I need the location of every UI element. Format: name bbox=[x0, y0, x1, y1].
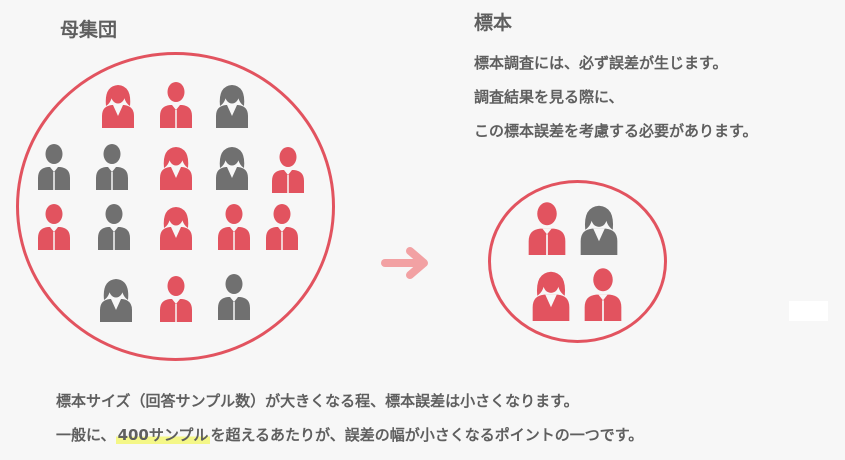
sample-note: 標本調査には、必ず誤差が生じます。 調査結果を見る際に、 この標本誤差を考慮する… bbox=[474, 46, 758, 148]
sample-person-male-icon bbox=[528, 202, 566, 255]
bottom-text: 標本サイズ（回答サンプル数）が大きくなる程、標本誤差は小さくなります。 一般に、… bbox=[56, 384, 643, 452]
sample-note-line-1: 標本調査には、必ず誤差が生じます。 bbox=[474, 54, 728, 72]
population-person-male-icon bbox=[38, 204, 70, 250]
population-person-female-icon bbox=[160, 147, 192, 190]
population-person-female-icon bbox=[216, 85, 248, 128]
population-person-male-icon bbox=[98, 204, 130, 250]
arrow-right-icon bbox=[381, 247, 428, 279]
sample-person-male-icon bbox=[584, 268, 622, 321]
population-person-male-icon bbox=[218, 274, 250, 320]
population-person-male-icon bbox=[160, 82, 192, 128]
population-person-male-icon bbox=[96, 144, 128, 190]
sample-note-line-3: この標本誤差を考慮する必要があります。 bbox=[474, 122, 758, 140]
white-rectangle bbox=[789, 301, 828, 321]
population-circle bbox=[16, 52, 335, 361]
population-person-male-icon bbox=[160, 276, 192, 322]
population-person-female-icon bbox=[100, 279, 132, 322]
sample-person-female-icon bbox=[580, 205, 618, 255]
population-person-male-icon bbox=[266, 204, 298, 250]
population-person-female-icon bbox=[216, 147, 248, 190]
population-person-male-icon bbox=[218, 204, 250, 250]
sample-person-female-icon bbox=[532, 271, 570, 321]
bottom-line-2: 一般に、400サンプルを超えるあたりが、誤差の幅が小さくなるポイントの一つです。 bbox=[56, 418, 643, 452]
bottom-line-2-prefix: 一般に、 bbox=[56, 426, 116, 444]
sample-title: 標本 bbox=[474, 12, 513, 34]
highlighted-sample-count: 400サンプル bbox=[115, 426, 211, 444]
sample-note-line-2: 調査結果を見る際に、 bbox=[474, 88, 624, 106]
population-person-female-icon bbox=[102, 85, 134, 128]
sample-circle bbox=[488, 180, 667, 343]
population-title: 母集団 bbox=[60, 19, 118, 41]
bottom-line-1: 標本サイズ（回答サンプル数）が大きくなる程、標本誤差は小さくなります。 bbox=[56, 392, 579, 410]
population-person-male-icon bbox=[272, 147, 304, 193]
population-person-female-icon bbox=[160, 207, 192, 250]
population-person-male-icon bbox=[38, 144, 70, 190]
bottom-line-2-suffix: を超えるあたりが、誤差の幅が小さくなるポイントの一つです。 bbox=[210, 426, 644, 444]
